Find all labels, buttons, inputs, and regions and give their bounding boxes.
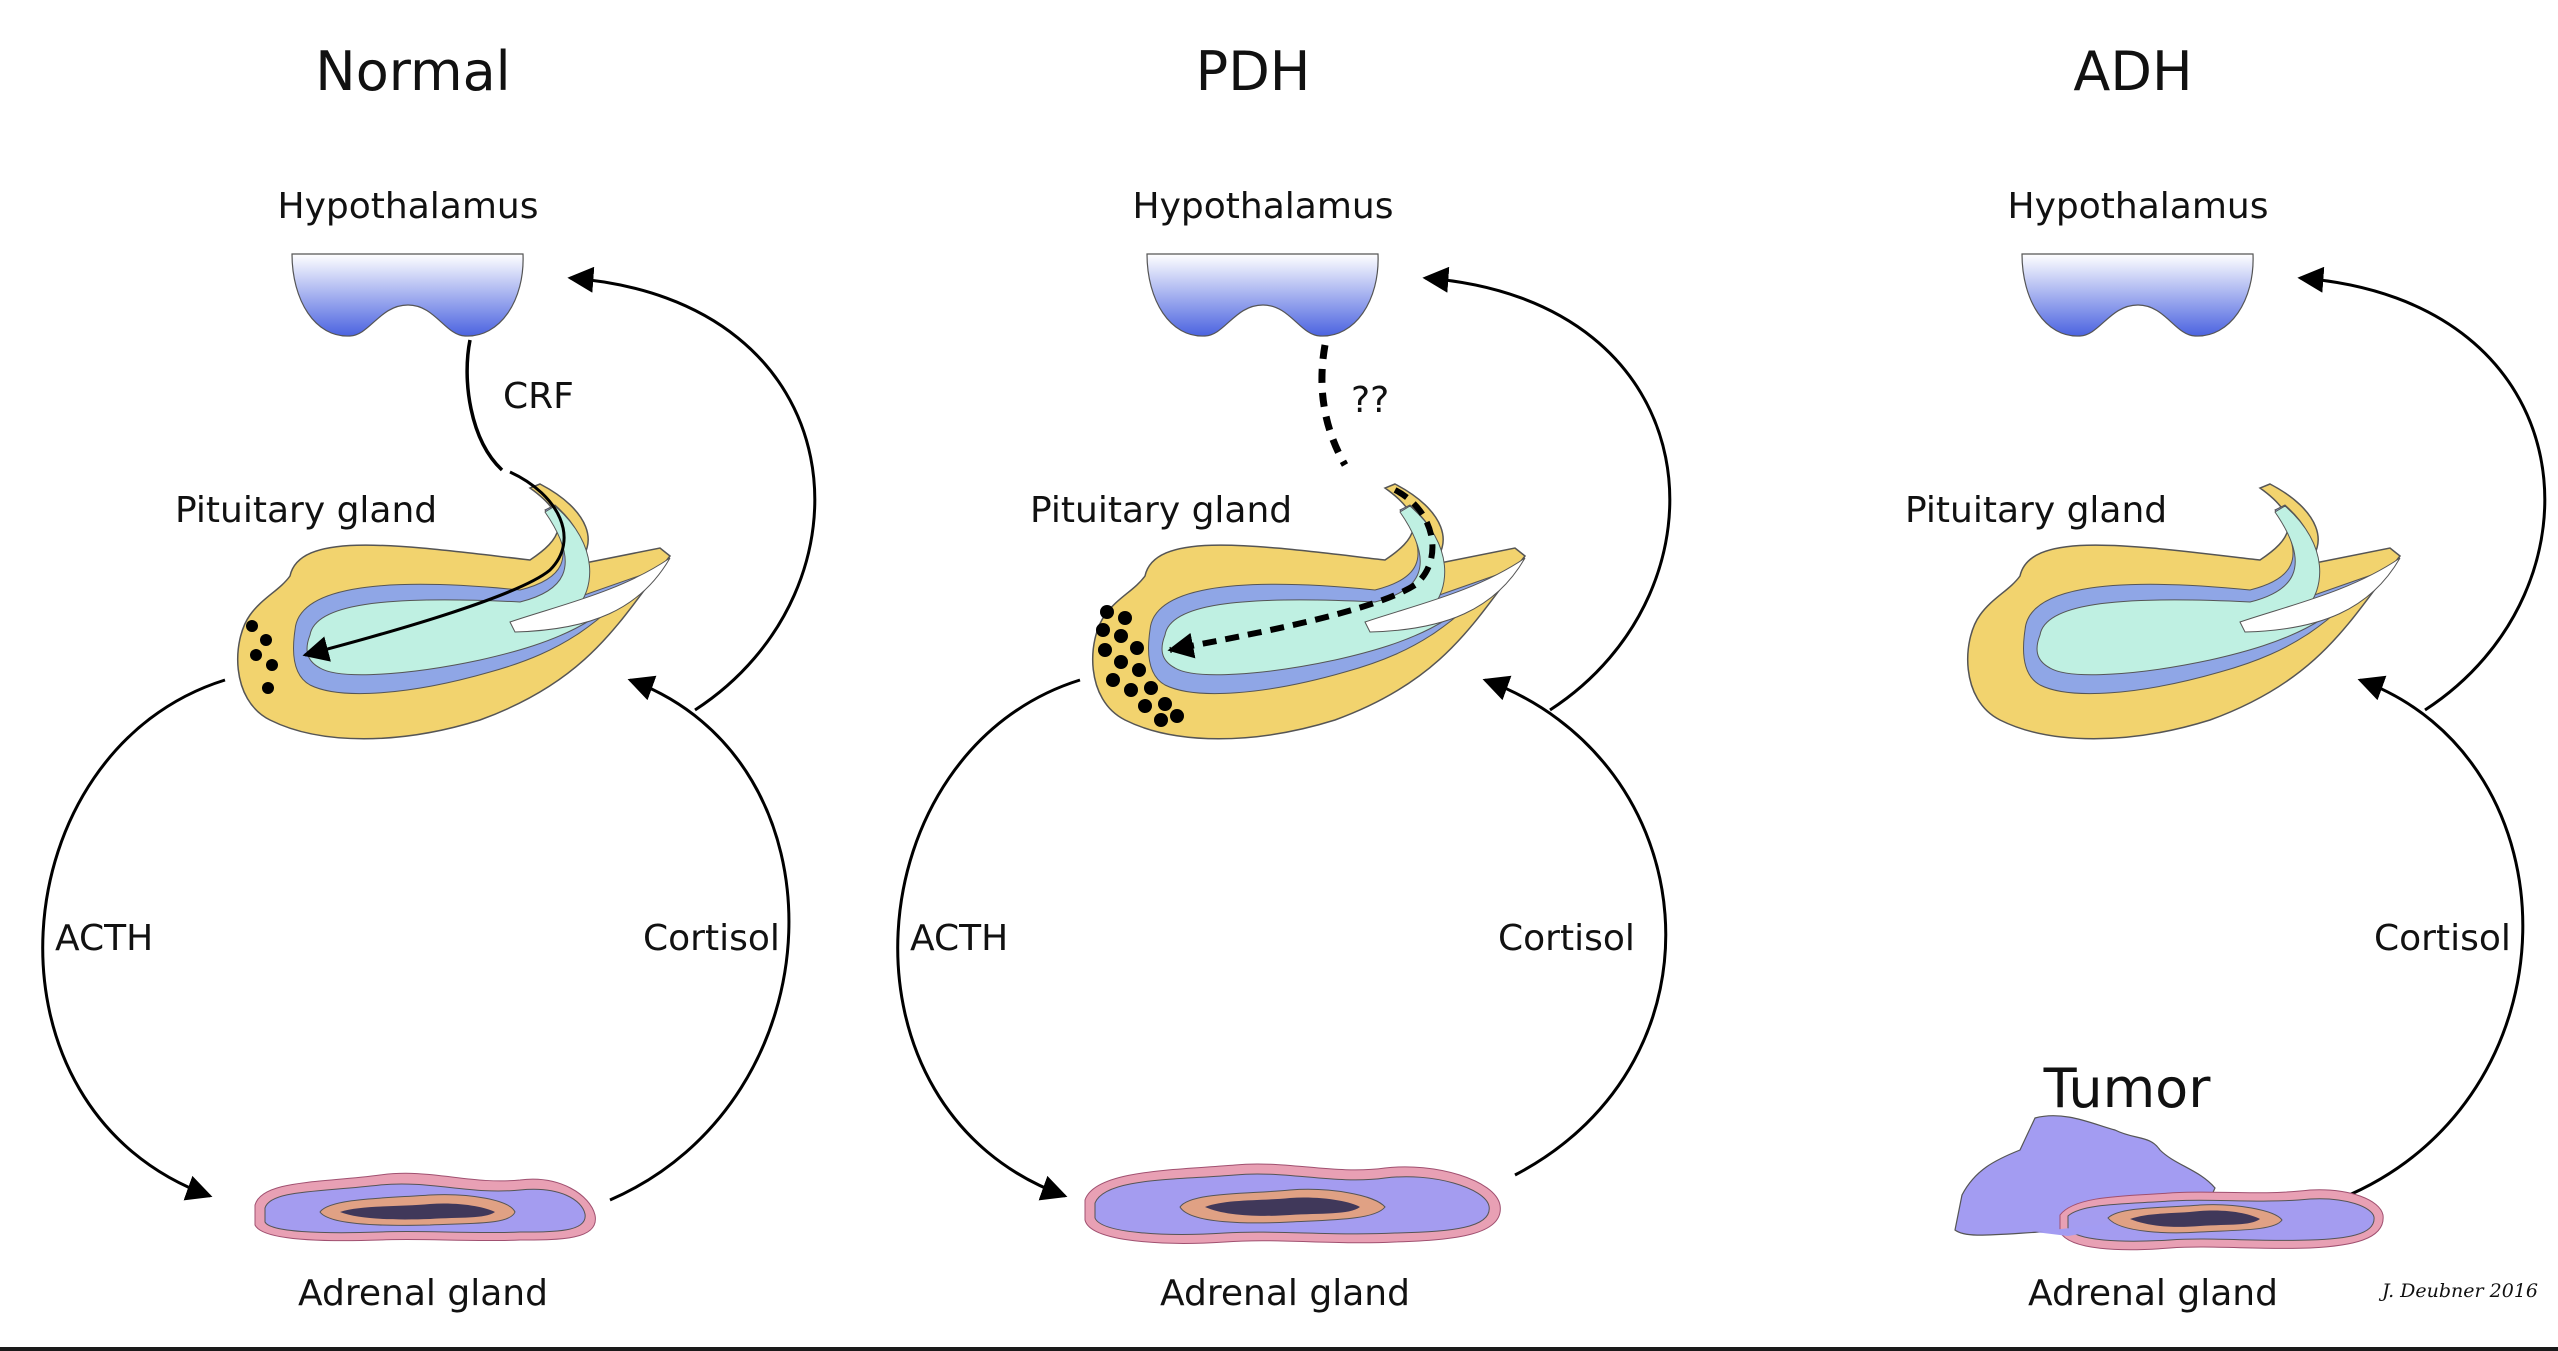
unknown-signal-label: ??	[1351, 380, 1389, 421]
acth-arrow	[41, 678, 226, 1201]
pituitary-label: Pituitary gland	[175, 490, 437, 531]
unknown-signal-line	[1318, 344, 1349, 467]
cortisol-arrow-hypothalamus	[1422, 266, 1672, 712]
panel-title: PDH	[1196, 40, 1311, 103]
acth-label: ACTH	[910, 918, 1008, 959]
pituitary-label: Pituitary gland	[1905, 490, 2167, 531]
hypothalamus-label: Hypothalamus	[1133, 186, 1394, 227]
panel-pdh: PDH Hypothalamus ?? Pituitary gland	[896, 40, 1672, 1314]
crf-inner-arrow	[302, 470, 566, 662]
panel-title: Normal	[315, 40, 510, 103]
pituitary-label: Pituitary gland	[1030, 490, 1292, 531]
cortisol-label: Cortisol	[643, 918, 780, 959]
cortisol-arrow-pituitary	[609, 675, 791, 1202]
adrenal-label: Adrenal gland	[1160, 1273, 1410, 1314]
hypothalamus	[291, 253, 524, 337]
crf-label: CRF	[503, 376, 574, 417]
acth-label: ACTH	[55, 918, 153, 959]
cortisol-label: Cortisol	[1498, 918, 1635, 959]
cortisol-arrow-hypothalamus	[567, 266, 817, 712]
cortisol-arrow-pituitary	[1482, 675, 1668, 1177]
adrenal-label: Adrenal gland	[2028, 1273, 2278, 1314]
hypothalamus	[2021, 253, 2254, 337]
hypothalamus	[1146, 253, 1379, 337]
crf-signal-line	[465, 339, 504, 472]
hypothalamus-label: Hypothalamus	[278, 186, 539, 227]
bottom-rule	[0, 1347, 2558, 1351]
hypothalamus-label: Hypothalamus	[2008, 186, 2269, 227]
cortisol-label: Cortisol	[2374, 918, 2511, 959]
cortisol-arrow-pituitary	[2341, 675, 2525, 1200]
pituitary-gland	[1091, 483, 1527, 740]
panel-adh: ADH Hypothalamus Pituitary gland Cortiso…	[1905, 40, 2547, 1314]
adrenal-gland	[254, 1172, 596, 1242]
adrenal-gland-with-tumor	[1954, 1115, 2384, 1251]
tumor-label: Tumor	[2043, 1057, 2212, 1120]
panel-title: ADH	[2073, 40, 2192, 103]
acth-cells-normal	[246, 620, 278, 694]
cortisol-arrow-hypothalamus	[2297, 266, 2547, 712]
adrenal-label: Adrenal gland	[298, 1273, 548, 1314]
acth-cells-cluster	[1096, 605, 1184, 727]
adrenal-gland-enlarged	[1084, 1163, 1501, 1244]
unknown-inner-arrow	[1167, 487, 1436, 659]
author-credit: J. Deubner 2016	[2378, 1280, 2538, 1302]
pituitary-gland	[1966, 483, 2402, 740]
acth-arrow	[896, 678, 1081, 1201]
panel-normal: Normal Hypothalamus CRF Pituitary gland …	[41, 40, 817, 1314]
